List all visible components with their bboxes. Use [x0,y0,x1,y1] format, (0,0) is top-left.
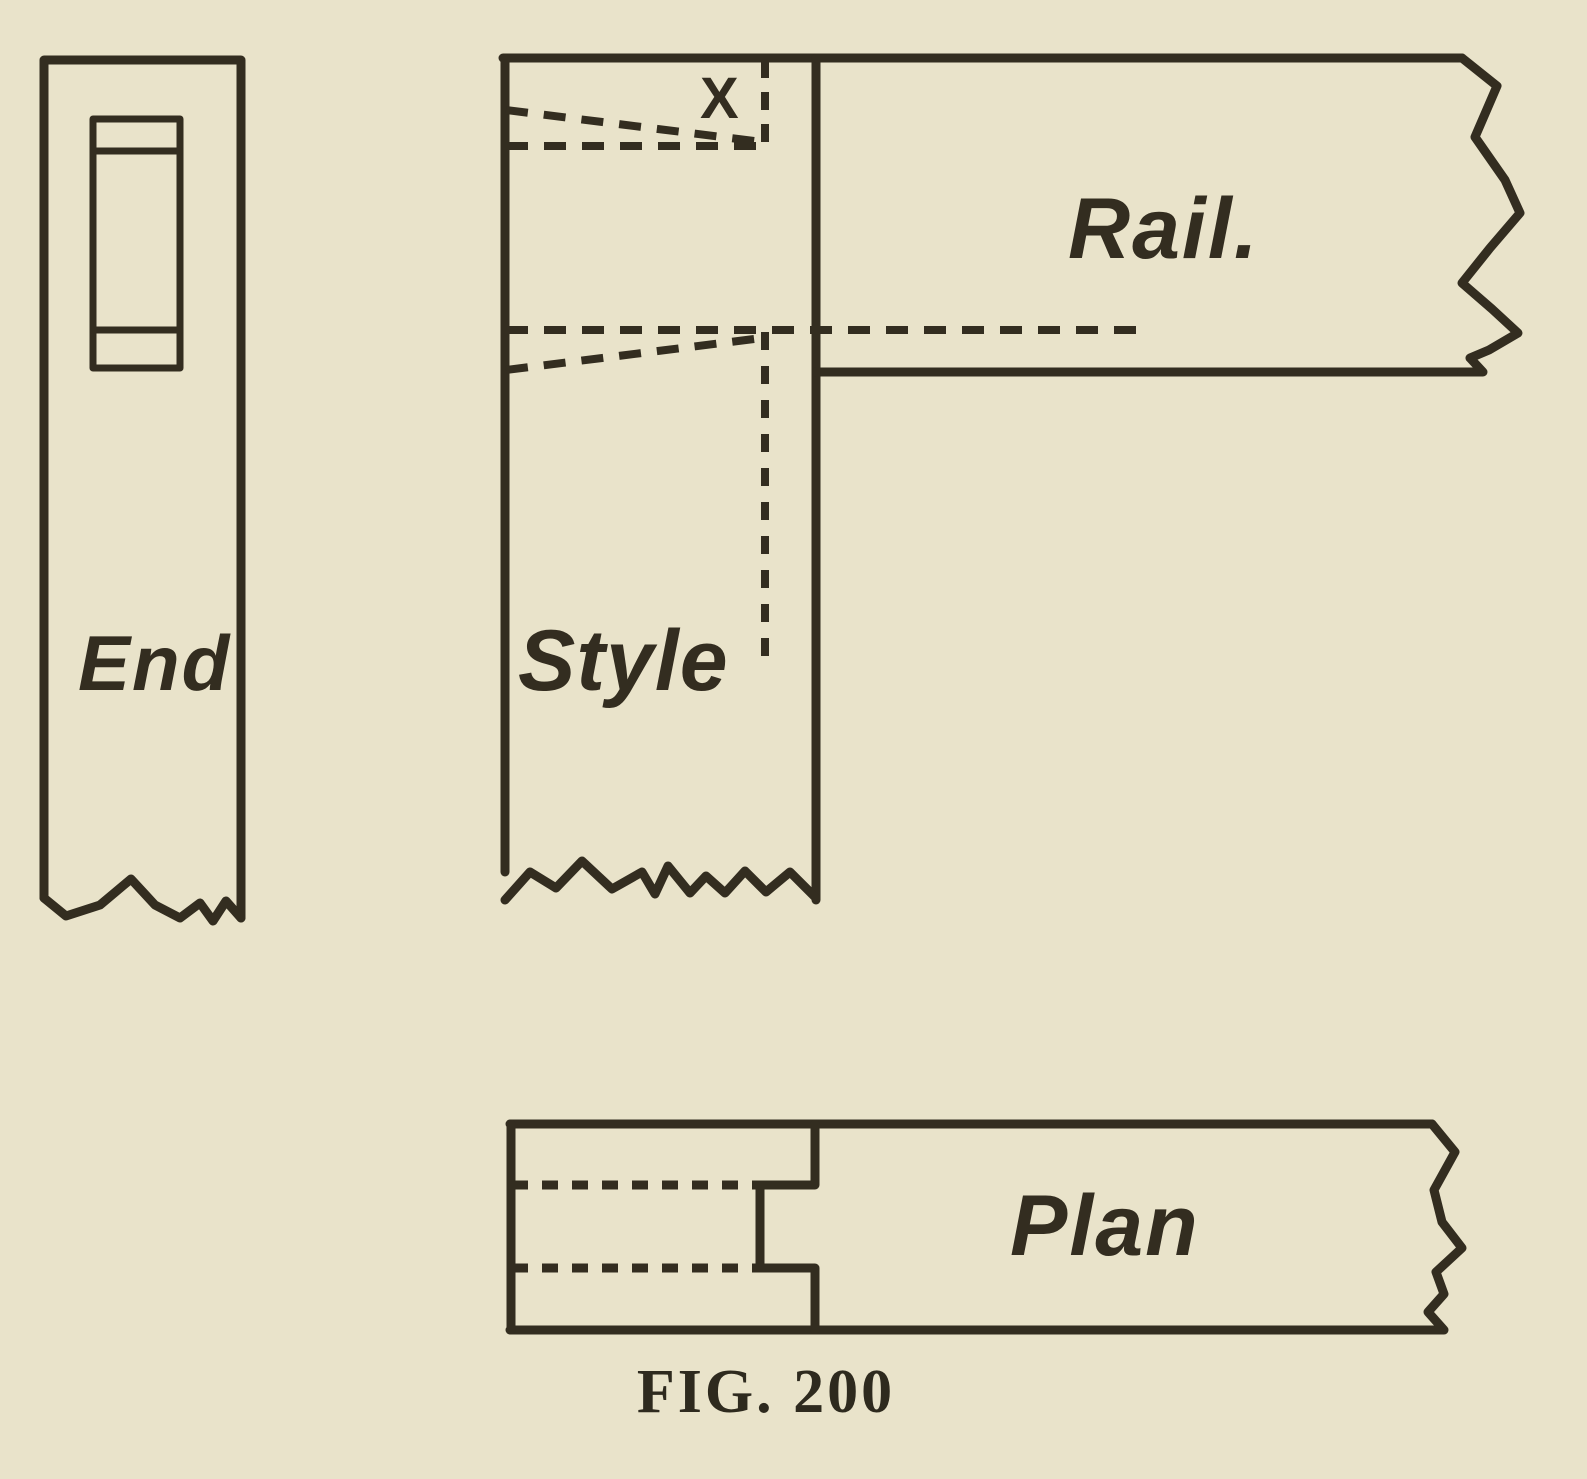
stile-hidden-lines [505,60,1142,666]
rail-view [811,53,1525,377]
figure-caption: FIG. 200 [637,1358,895,1426]
haunch-mark-x: X [700,66,739,131]
end-view-outline [39,55,246,923]
end-view [39,55,246,926]
plan-view [505,1119,1467,1335]
plan-joint-step-profile [755,1119,820,1335]
stile-view-label: Style [518,613,729,709]
haunch-sloping-line [505,106,763,146]
end-view-break-line [39,874,246,926]
end-view-mortise-outline [89,115,184,372]
rail-break-line [1457,53,1525,377]
plan-hidden-lines [512,1180,812,1273]
plan-view-label: Plan [1010,1178,1200,1274]
stile-break-line [500,856,821,905]
tenon-shoulder-sloping-line [505,334,763,374]
end-view-label: End [78,619,231,707]
rail-view-label: Rail. [1068,181,1260,277]
stile-view [498,53,823,905]
plan-break-line [1423,1119,1467,1335]
